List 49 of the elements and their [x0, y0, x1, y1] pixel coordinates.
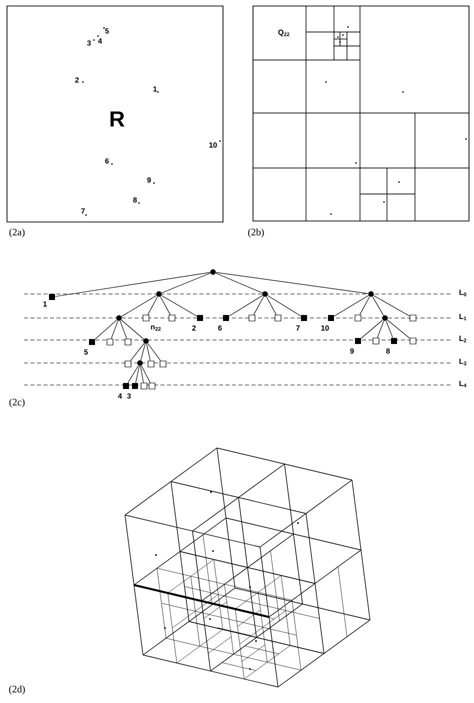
panel-label: (2b) — [248, 228, 264, 238]
tree-edge — [94, 320, 118, 340]
tree-edge — [147, 296, 158, 315]
empty-leaf-square — [372, 338, 380, 344]
empty-leaf-square — [106, 338, 114, 346]
tree-edge — [130, 343, 144, 361]
tree-edge — [377, 320, 384, 338]
empty-leaf-square — [410, 314, 416, 322]
tree-edge — [146, 344, 151, 361]
empty-leaf-square — [148, 360, 154, 368]
tree-edge — [266, 296, 276, 315]
panel-label: (2d) — [9, 685, 25, 695]
tree-edge — [161, 295, 198, 316]
tree-edge — [386, 320, 410, 339]
tree-edge — [121, 295, 157, 317]
region-letter: R — [110, 111, 124, 127]
tree-edge — [228, 295, 263, 316]
tree-edge — [359, 296, 370, 315]
empty-leaf-square — [124, 360, 132, 368]
tree-edge — [360, 320, 384, 339]
tree-edge — [216, 272, 368, 294]
empty-leaf-square — [248, 314, 256, 322]
empty-leaf-square — [124, 338, 132, 346]
empty-leaf-square — [354, 314, 362, 322]
tree-edge — [140, 344, 146, 360]
tree-edge — [147, 343, 161, 361]
tree-edge — [141, 365, 151, 383]
tree-edge — [120, 320, 128, 339]
tree-edge — [140, 366, 144, 383]
tree-edge — [160, 296, 171, 315]
tree-edge — [215, 272, 263, 294]
empty-leaf-square — [274, 314, 282, 322]
tree-edge — [128, 365, 139, 384]
tree-edge — [267, 295, 302, 316]
empty-leaf-square — [410, 338, 416, 344]
tree-edge — [135, 366, 140, 384]
tree-edge — [372, 296, 384, 316]
tree-edge — [161, 272, 211, 294]
empty-leaf-square — [168, 314, 176, 322]
tree-edge — [373, 295, 410, 316]
tree-edge — [110, 320, 118, 339]
tree-edge — [120, 320, 144, 340]
tree-edge — [334, 295, 369, 316]
tree-edge — [253, 296, 264, 315]
tree-edge — [54, 272, 210, 297]
tree-edge — [386, 320, 394, 338]
panel-label: (2c) — [9, 398, 25, 408]
panel-label: (2a) — [9, 228, 25, 238]
empty-leaf-square — [160, 360, 166, 368]
